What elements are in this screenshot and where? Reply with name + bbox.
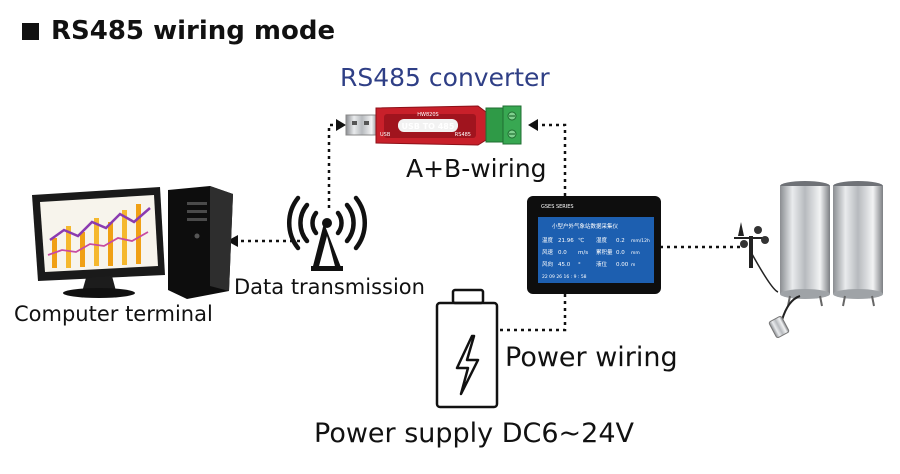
battery-icon: [435, 288, 499, 409]
rain-gauge-icon: [780, 181, 883, 307]
page-title: RS485 wiring mode: [51, 16, 336, 46]
panel-row-label: 温度: [542, 236, 554, 244]
panel-row-unit: m/s: [578, 250, 588, 256]
level-probe-icon: [768, 295, 801, 339]
arrow-to-computer-icon: [227, 235, 238, 247]
panel-series-text: GSES SERIES: [541, 204, 574, 210]
arrow-to-converter-icon: [336, 119, 346, 131]
ab-wiring-label: A+B-wiring: [406, 154, 547, 183]
arrow-to-terminal-block-icon: [528, 119, 538, 131]
wind-sensor-icon: [734, 222, 779, 293]
monitor-icon: [32, 187, 165, 298]
terminal-block: [485, 105, 522, 145]
antenna-tower-icon: [287, 195, 367, 271]
panel-title-text: 小型户外气象站数据采集仪: [552, 222, 619, 230]
converter-badge-text: USB TO 485: [402, 122, 455, 131]
converter-model-text: HW820S: [417, 112, 438, 118]
bar-chart-graphic: [47, 204, 151, 268]
computer-terminal-label: Computer terminal: [14, 302, 213, 326]
power-supply-label: Power supply DC6~24V: [314, 418, 635, 449]
display-panel: GSES SERIES 小型户外气象站数据采集仪 温度 21.96 ℃ 湿度 0…: [527, 196, 661, 294]
panel-screen: [538, 217, 654, 283]
power-wiring-label: Power wiring: [505, 342, 678, 373]
line-antenna-to-converter: [327, 123, 342, 208]
panel-row-value: 0.00: [616, 262, 629, 268]
converter-tag-text: RS485: [455, 132, 471, 138]
panel-row-unit: ℃: [578, 237, 584, 244]
panel-row-value: 0.0: [558, 250, 567, 256]
data-transmission-label: Data transmission: [234, 275, 425, 299]
line-panel-to-terminal-block: [537, 123, 567, 196]
panel-row-label: 风向: [542, 260, 553, 268]
panel-row-label: 风速: [542, 249, 554, 256]
converter-label: RS485 converter: [340, 63, 550, 92]
panel-row-unit: °: [578, 262, 581, 268]
panel-row-unit: mm: [631, 251, 640, 256]
usb-plug: [345, 114, 379, 136]
arrowheads: [227, 119, 538, 247]
panel-row-unit: m: [631, 263, 635, 268]
panel-row-value: 45.0: [558, 262, 571, 268]
heading-row: RS485 wiring mode: [22, 16, 335, 46]
line-panel-to-power: [497, 294, 567, 332]
panel-row-unit: mm/12h: [631, 238, 650, 244]
panel-row-value: 0.0: [616, 250, 625, 256]
heading-square-icon: [22, 22, 39, 40]
usb-rs485-converter: USB TO 485 HW820S USB RS485: [345, 105, 522, 146]
panel-row-label: 累积量: [596, 249, 613, 256]
pc-tower-icon: [168, 186, 233, 299]
panel-footer-text: 22 09 26 16 : 9 : 58: [542, 274, 587, 280]
panel-row-label: 湿度: [596, 236, 608, 244]
panel-row-value: 0.2: [616, 238, 625, 244]
panel-row-value: 21.96: [558, 238, 574, 244]
panel-row-label: 液位: [596, 260, 608, 268]
converter-badge: [398, 119, 458, 132]
converter-brand-text: USB: [380, 132, 391, 138]
